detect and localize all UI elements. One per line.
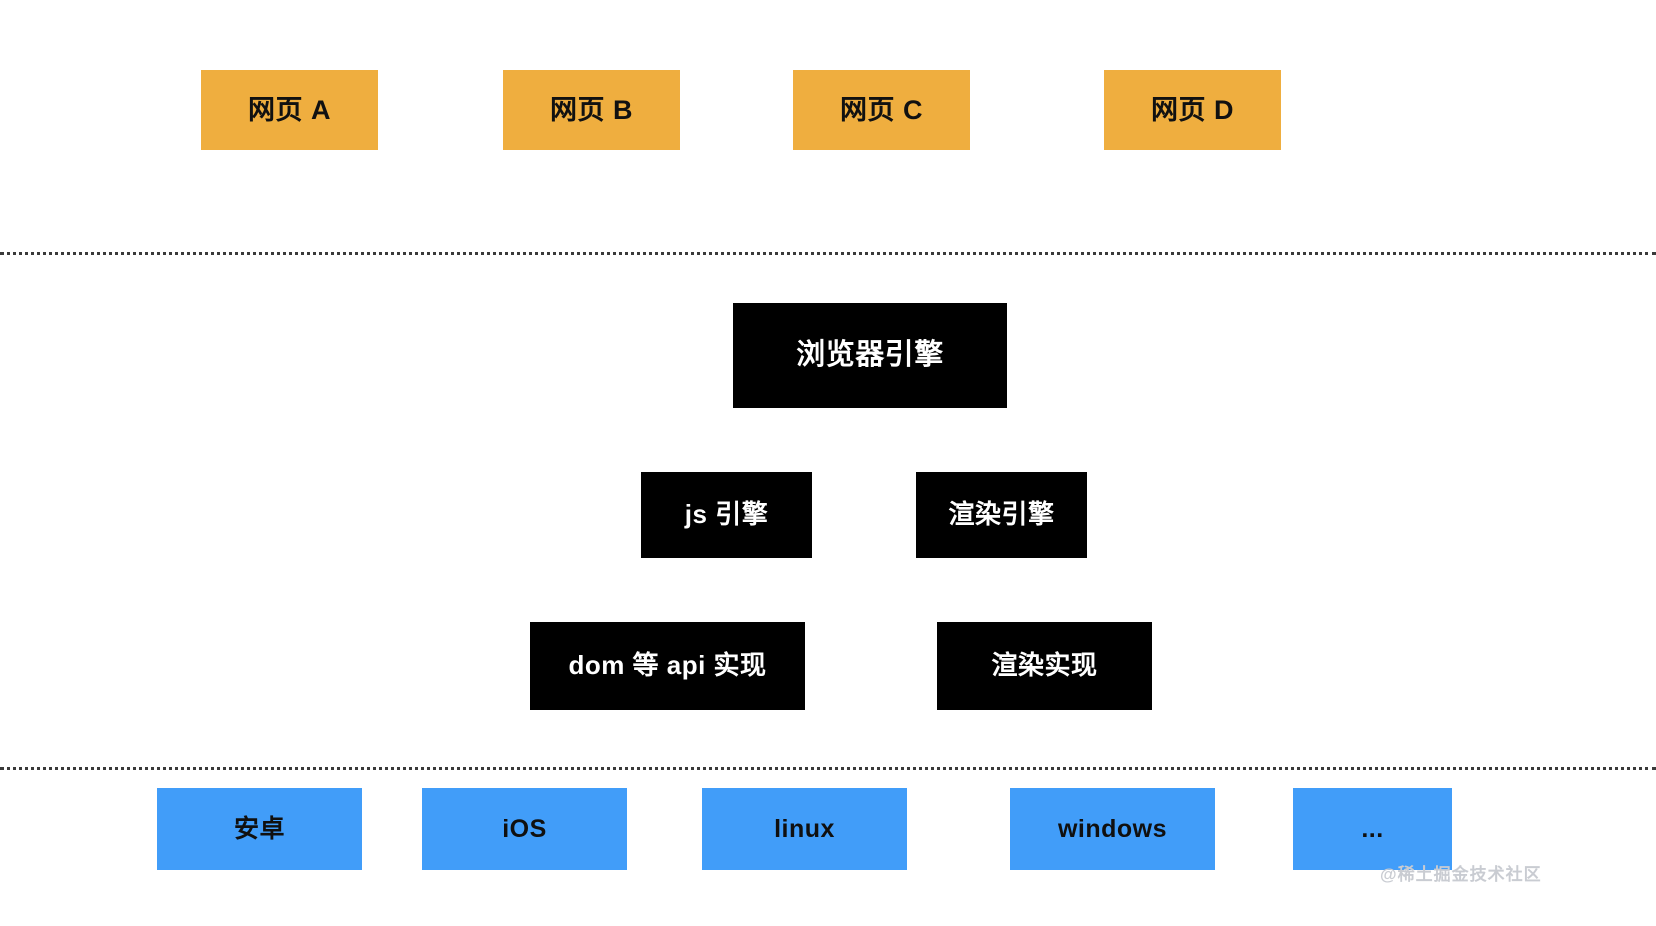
web-page-box-4: 网页 D	[1104, 70, 1281, 150]
engine-box-label: dom 等 api 实现	[568, 650, 767, 681]
web-page-box-label: 网页 B	[550, 94, 633, 125]
engine-os-divider	[0, 767, 1656, 770]
engine-box-label: 渲染实现	[991, 650, 1098, 681]
web-page-box-label: 网页 A	[248, 94, 331, 125]
os-box-3: linux	[702, 788, 907, 870]
engine-box-label: 渲染引擎	[948, 499, 1055, 530]
engine-box-3: 渲染引擎	[916, 472, 1087, 558]
os-box-label: 安卓	[233, 815, 285, 843]
engine-box-2: js 引擎	[641, 472, 812, 558]
web-engine-divider	[0, 252, 1656, 255]
web-page-box-label: 网页 D	[1151, 94, 1234, 125]
os-box-1: 安卓	[157, 788, 362, 870]
os-box-label: windows	[1057, 815, 1168, 843]
web-page-box-1: 网页 A	[201, 70, 378, 150]
engine-box-label: 浏览器引擎	[796, 339, 944, 372]
engine-box-5: 渲染实现	[937, 622, 1152, 710]
os-box-label: linux	[774, 815, 835, 843]
web-page-box-2: 网页 B	[503, 70, 680, 150]
os-box-2: iOS	[422, 788, 627, 870]
web-page-box-3: 网页 C	[793, 70, 970, 150]
os-box-label: ...	[1361, 815, 1384, 843]
engine-box-4: dom 等 api 实现	[530, 622, 805, 710]
os-box-5: ...	[1293, 788, 1452, 870]
engine-box-label: js 引擎	[684, 499, 769, 530]
web-page-box-label: 网页 C	[840, 94, 923, 125]
engine-box-1: 浏览器引擎	[733, 303, 1007, 408]
os-box-4: windows	[1010, 788, 1215, 870]
os-box-label: iOS	[502, 815, 547, 843]
watermark: @稀土掘金技术社区	[1380, 865, 1542, 884]
